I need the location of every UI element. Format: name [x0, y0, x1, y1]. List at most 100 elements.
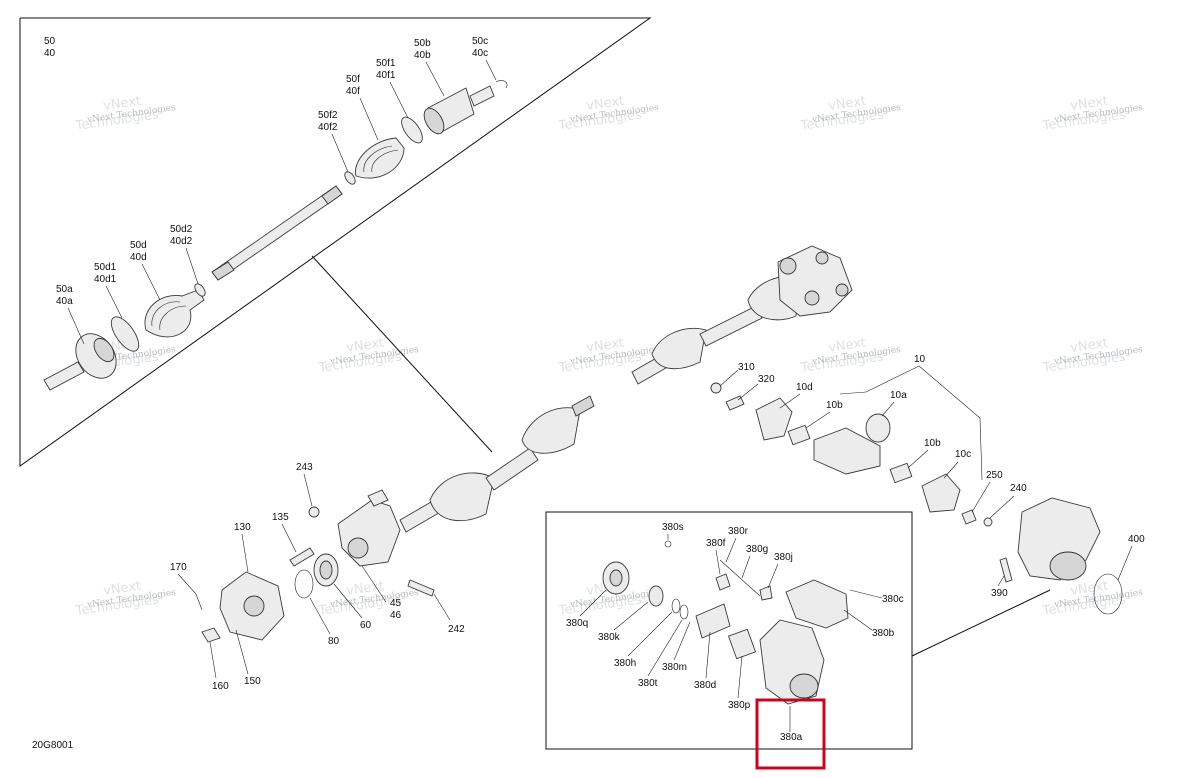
circlip [495, 80, 508, 89]
callout-380h: 380h [614, 658, 636, 669]
callout-40f1: 40f1 [376, 70, 396, 81]
callout-50b: 50b [414, 38, 431, 49]
rear-differential [777, 245, 853, 317]
callout-242: 242 [448, 624, 465, 635]
callout-10: 10 [914, 354, 926, 365]
callout-40a: 40a [56, 296, 73, 307]
callout-50f1: 50f1 [376, 58, 396, 69]
svg-text:vNext: vNext [345, 579, 385, 599]
callout-380s: 380s [662, 522, 684, 533]
shift-fork-380f [715, 573, 731, 591]
watermark: vNext Technologies vNext Technologies [74, 94, 177, 134]
ring-380t [679, 604, 689, 620]
cv-joint-outer [43, 333, 117, 391]
svg-text:vNext: vNext [1069, 579, 1109, 599]
retaining-ring [294, 569, 314, 599]
svg-text:vNext: vNext [585, 94, 625, 114]
callout-380m: 380m [662, 662, 687, 673]
callout-10b-bottom: 10b [924, 438, 941, 449]
ring-380h [671, 598, 681, 614]
boot-clamp-small-inner [344, 171, 356, 185]
callout-380t: 380t [638, 678, 658, 689]
watermark: vNext Technologies vNext Technologies [557, 336, 660, 376]
svg-text:vNext: vNext [585, 336, 625, 356]
callout-80: 80 [328, 636, 340, 647]
callout-380f: 380f [706, 538, 726, 549]
callout-10d: 10d [796, 382, 813, 393]
inset-bottom-connector [911, 589, 1051, 657]
callout-380q: 380q [566, 618, 588, 629]
callout-60: 60 [360, 620, 372, 631]
watermark: vNext Technologies vNext Technologies [74, 579, 177, 619]
callout-40c: 40c [472, 48, 488, 59]
callout-40b: 40b [414, 50, 431, 61]
highlight-box-380a [755, 698, 826, 770]
svg-text:vNext: vNext [345, 336, 385, 356]
bolt-242 [407, 579, 435, 597]
inset-header-50: 50 [44, 36, 56, 47]
watermark: vNext Technologies vNext Technologies [799, 94, 902, 134]
watermark: vNext Technologies vNext Technologies [317, 336, 420, 376]
callout-50c: 50c [472, 36, 488, 47]
svg-text:vNext: vNext [827, 336, 867, 356]
boot-clamp [110, 316, 140, 352]
callout-243: 243 [296, 462, 313, 473]
bolt [289, 547, 315, 567]
washer-243 [308, 506, 320, 518]
callout-380p: 380p [728, 700, 751, 711]
actuator-380b [785, 579, 849, 629]
watermark: vNext Technologies vNext Technologies [1041, 336, 1144, 376]
callout-50d1: 50d1 [94, 262, 117, 273]
svg-text:vNext: vNext [827, 94, 867, 114]
callout-380k: 380k [598, 632, 621, 643]
nut [201, 627, 221, 643]
front-axle-assembly [399, 395, 595, 533]
watermark: vNext Technologies vNext Technologies [557, 94, 660, 134]
steering-knuckle [337, 489, 401, 567]
front-gearbox [999, 497, 1123, 615]
watermark: vNext Technologies vNext Technologies [799, 336, 902, 376]
svg-text:vNext: vNext [1069, 336, 1109, 356]
inset-bottom-frame [545, 511, 913, 750]
callout-50a: 50a [56, 284, 73, 295]
o-ring-380s [664, 540, 672, 548]
callout-45: 45 [390, 598, 402, 609]
callout-46: 46 [390, 610, 402, 621]
callout-50f: 50f [346, 74, 360, 85]
boot-clamp-inner [401, 116, 423, 144]
callout-250: 250 [986, 470, 1003, 481]
wheel-hub [219, 571, 285, 641]
callout-135: 135 [272, 512, 289, 523]
svg-text:vNext: vNext [102, 94, 142, 114]
callout-40f2: 40f2 [318, 122, 338, 133]
inset-header-40: 40 [44, 48, 56, 59]
driveshaft-10 [710, 382, 993, 527]
main-callouts: 310 320 10 10d 10b 10a 10b 10c 250 240 4… [170, 354, 1145, 692]
svg-text:vNext: vNext [1069, 94, 1109, 114]
inset-frame [19, 17, 652, 467]
callout-380c: 380c [882, 594, 904, 605]
inner-cv-housing [423, 85, 495, 135]
callout-10a: 10a [890, 390, 907, 401]
callout-380b: 380b [872, 628, 895, 639]
inset-connector-line [311, 255, 493, 453]
callout-400: 400 [1128, 534, 1145, 545]
watermark: vNext Technologies vNext Technologies [1041, 94, 1144, 134]
callout-40d1: 40d1 [94, 274, 117, 285]
callout-160: 160 [212, 681, 229, 692]
callout-40f: 40f [346, 86, 360, 97]
callout-40d: 40d [130, 252, 147, 263]
inset-axle-shaft: 50 40 [19, 17, 652, 467]
pin-380j [759, 585, 773, 601]
callout-170: 170 [170, 562, 187, 573]
callout-50f2: 50f2 [318, 110, 338, 121]
callout-310: 310 [738, 362, 755, 373]
callout-380g: 380g [746, 544, 768, 555]
wheel-bearing [313, 553, 339, 587]
callout-380d: 380d [694, 680, 716, 691]
callout-240: 240 [1010, 483, 1027, 494]
callout-130: 130 [234, 522, 251, 533]
rod-380r [719, 559, 761, 597]
sleeve-380p [727, 628, 757, 660]
